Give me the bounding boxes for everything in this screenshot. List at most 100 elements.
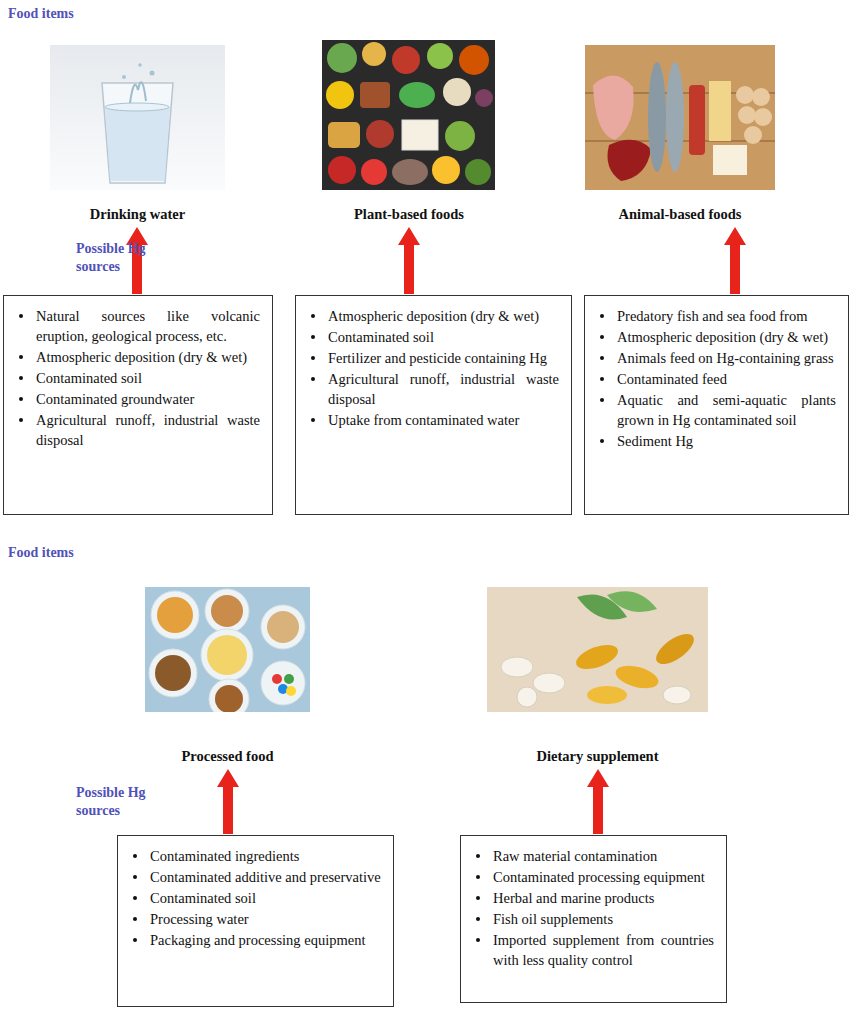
- bullet-dot: [476, 917, 480, 921]
- water-glass-photo: [50, 45, 225, 190]
- bullet-item: Packaging and processing equipment: [128, 930, 381, 950]
- bullet-item: Atmospheric deposition (dry & wet): [595, 327, 836, 347]
- bullet-item: Sediment Hg: [595, 431, 836, 451]
- bullet-text: Processing water: [150, 911, 249, 927]
- bullet-text: Herbal and marine products: [493, 890, 654, 906]
- block-arrow: [587, 769, 609, 834]
- food-item-caption: Dietary supplement: [487, 747, 708, 765]
- bullet-text: Fish oil supplements: [493, 911, 613, 927]
- bullet-item: Contaminated ingredients: [128, 846, 381, 866]
- source-list-box: Natural sources like volcanic eruption, …: [3, 295, 273, 515]
- bullet-item: Herbal and marine products: [471, 888, 714, 908]
- bullet-dot: [600, 356, 604, 360]
- block-arrow: [724, 227, 746, 294]
- bullet-text: Animals feed on Hg-containing grass: [617, 350, 834, 366]
- bullet-text: Imported supplement from countries with …: [493, 932, 714, 968]
- bullet-text: Fertilizer and pesticide containing Hg: [328, 350, 547, 366]
- bullet-item: Contaminated additive and preservative: [128, 867, 381, 887]
- source-list-box: Raw material contaminationContaminated p…: [460, 835, 727, 1003]
- bullet-dot: [476, 854, 480, 858]
- source-list-box: Contaminated ingredientsContaminated add…: [117, 835, 394, 1007]
- capsule: [573, 640, 621, 674]
- food-item-caption: Drinking water: [50, 205, 225, 223]
- bullet-item: Imported supplement from countries with …: [471, 930, 714, 970]
- water: [105, 107, 170, 181]
- bullet-item: Atmospheric deposition (dry & wet): [14, 347, 260, 367]
- bullet-text: Sediment Hg: [617, 433, 693, 449]
- source-list-box: Atmospheric deposition (dry & wet) Contam…: [295, 295, 572, 515]
- bullet-item: Contaminated soil: [306, 327, 559, 347]
- bullet-item: Animals feed on Hg-containing grass: [595, 348, 836, 368]
- food-item-title: Animal-based foods: [588, 205, 772, 223]
- animal-foods-photo: [585, 45, 775, 190]
- bullet-dot: [19, 355, 23, 359]
- block-arrow: [217, 769, 239, 834]
- bullet-dot: [311, 314, 315, 318]
- bullet-item: Predatory fish and sea food from: [595, 306, 836, 326]
- photo-ground: [50, 45, 225, 190]
- source-list-box: Predatory fish and sea food fromAtmosphe…: [584, 295, 849, 515]
- bullet-item: Fish oil supplements: [471, 909, 714, 929]
- leaf: [607, 591, 657, 612]
- cheese: [709, 81, 731, 141]
- bullet-text: Contaminated soil: [328, 329, 434, 345]
- bullet-text: Atmospheric deposition (dry & wet): [328, 308, 539, 324]
- chicken: [593, 75, 634, 140]
- block-arrow: [398, 227, 420, 294]
- bullet-text: Contaminated additive and preservative: [150, 869, 381, 885]
- bullet-dot: [476, 896, 480, 900]
- section-label: Possible Hg sources: [76, 784, 176, 820]
- bullet-dot: [476, 938, 480, 942]
- photo-ground: [145, 587, 310, 712]
- bullet-text: Predatory fish and sea food from: [617, 308, 807, 324]
- bullet-item: Contaminated feed: [595, 369, 836, 389]
- bullet-dot: [476, 875, 480, 879]
- food-item-caption: Processed food: [140, 747, 315, 765]
- bullet-item: Uptake from contaminated water: [306, 410, 559, 430]
- bullet-dot: [600, 335, 604, 339]
- bullet-item: Agricultural runoff, industrial waste di…: [306, 369, 559, 409]
- bullet-dot: [133, 896, 137, 900]
- bullet-dot: [600, 314, 604, 318]
- bullet-text: Contaminated ingredients: [150, 848, 299, 864]
- meat: [608, 140, 652, 181]
- processed-food-photo: [145, 587, 310, 712]
- bullet-dot: [19, 397, 23, 401]
- block-arrow: [126, 227, 148, 294]
- bullet-text: Contaminated soil: [36, 370, 142, 386]
- fish: [666, 62, 684, 172]
- bullet-dot: [311, 356, 315, 360]
- bullet-dot: [311, 377, 315, 381]
- photo-ground: [585, 45, 775, 190]
- bullet-item: Contaminated soil: [14, 368, 260, 388]
- bullet-dot: [19, 418, 23, 422]
- bullet-text: Uptake from contaminated water: [328, 412, 519, 428]
- bullet-text: Contaminated processing equipment: [493, 869, 705, 885]
- section-label: Food items: [8, 544, 128, 562]
- food-item-caption: Plant-based foods: [318, 205, 500, 223]
- photo-ground: [322, 40, 495, 190]
- food-item-title: Dietary supplement: [487, 747, 708, 765]
- section-label: Food items: [8, 5, 128, 23]
- plant-foods-photo: [322, 40, 495, 190]
- bullet-item: Processing water: [128, 909, 381, 929]
- bullet-dot: [311, 418, 315, 422]
- bullet-text: Agricultural runoff, industrial waste di…: [328, 371, 559, 407]
- bullet-dot: [600, 377, 604, 381]
- section-label: Possible Hg sources: [76, 240, 176, 276]
- bullet-dot: [600, 439, 604, 443]
- bullet-item: Atmospheric deposition (dry & wet): [306, 306, 559, 326]
- bullet-item: Contaminated soil: [128, 888, 381, 908]
- bullet-item: Raw material contamination: [471, 846, 714, 866]
- bullet-text: Atmospheric deposition (dry & wet): [617, 329, 828, 345]
- bullet-text: Contaminated groundwater: [36, 391, 194, 407]
- bullet-text: Atmospheric deposition (dry & wet): [36, 349, 247, 365]
- bullet-dot: [133, 917, 137, 921]
- bullet-text: Aquatic and semi-aquatic plants grown in…: [617, 392, 836, 428]
- bullet-dot: [19, 314, 23, 318]
- bullet-dot: [311, 335, 315, 339]
- bullet-text: Contaminated soil: [150, 890, 256, 906]
- fish: [648, 62, 666, 172]
- bullet-item: Aquatic and semi-aquatic plants grown in…: [595, 390, 836, 430]
